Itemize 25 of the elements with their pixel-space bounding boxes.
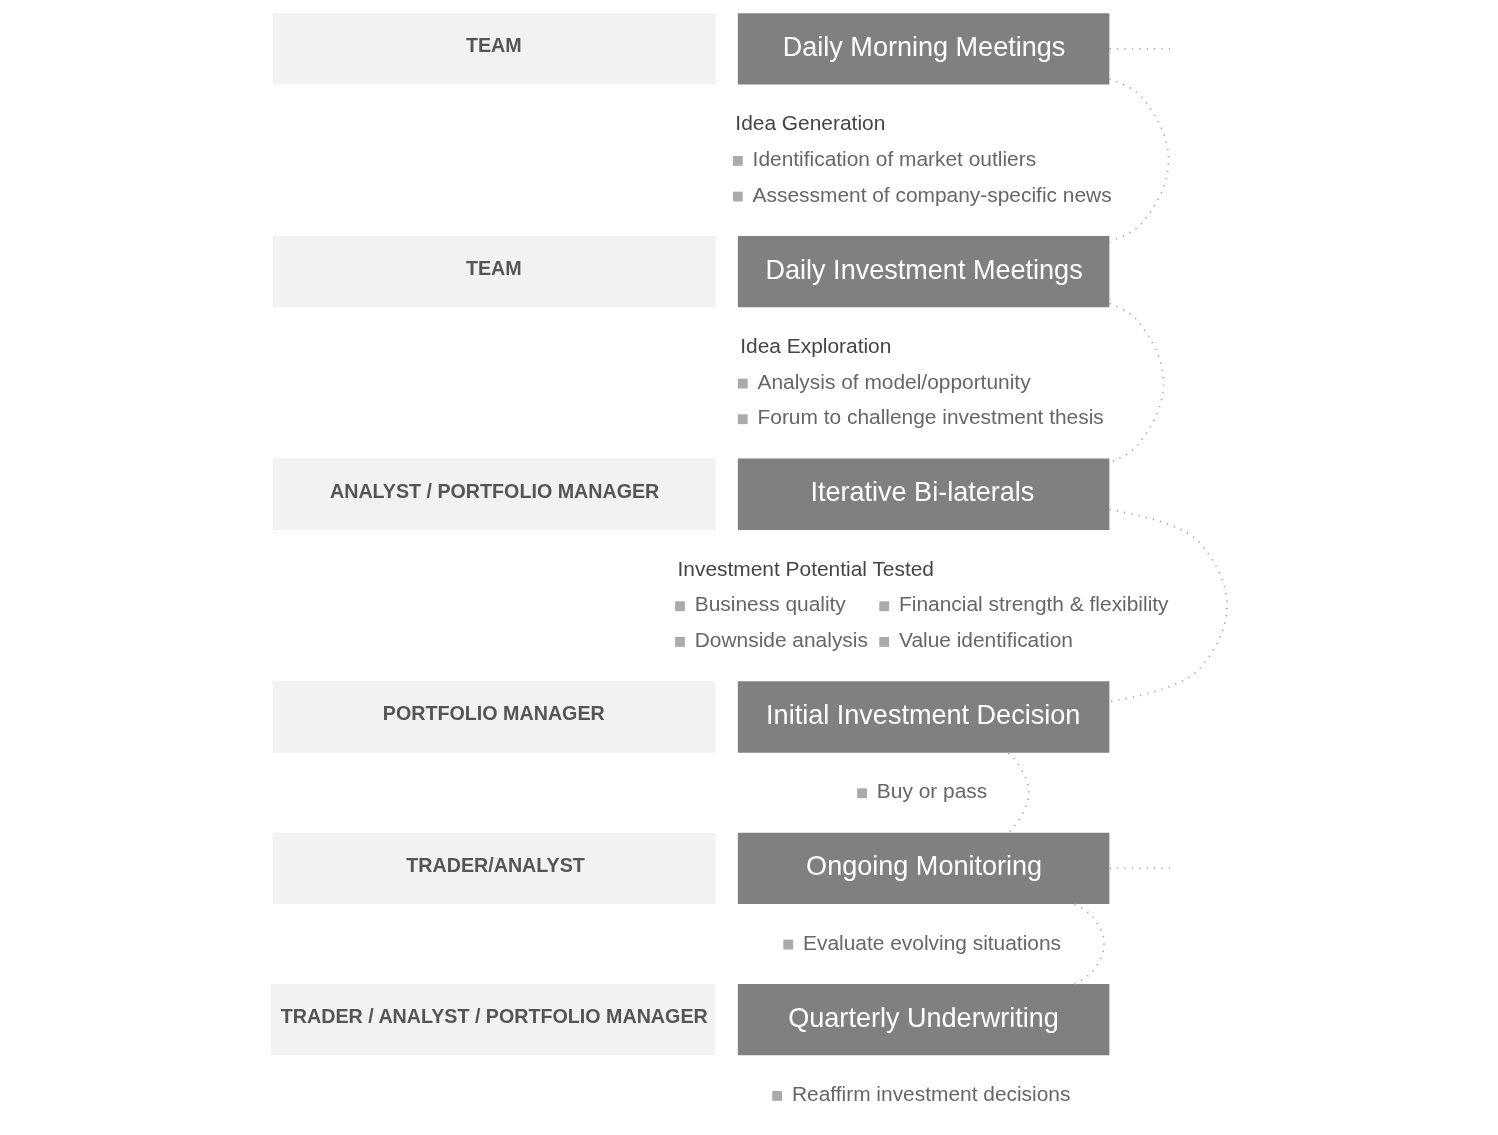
node-label: Reaffirm investment decisions <box>791 1081 1071 1105</box>
node-box: Iterative Bi-laterals <box>737 458 1110 530</box>
node-label: Value identification <box>898 627 1073 651</box>
connector <box>1007 751 1030 834</box>
node-label: Business quality <box>694 592 846 616</box>
node-label: Identification of market outliers <box>752 146 1037 170</box>
connector <box>1108 302 1165 464</box>
node-label: Financial strength & flexibility <box>898 592 1169 616</box>
node-box: Ongoing Monitoring <box>737 832 1110 904</box>
connector <box>1108 77 1170 243</box>
node-box: Daily Morning Meetings <box>737 13 1110 85</box>
node-box: Daily Investment Meetings <box>737 235 1110 308</box>
node-label: Evaluate evolving situations <box>803 930 1062 954</box>
connector <box>1108 508 1228 703</box>
node-label: Assessment of company-specific news <box>752 182 1112 206</box>
node-box: Quarterly Underwriting <box>737 983 1110 1056</box>
node-label: Forum to challenge investment thesis <box>757 405 1104 429</box>
node-label: Downside analysis <box>694 627 868 651</box>
node-label: Buy or pass <box>876 779 988 803</box>
connector <box>1073 903 1105 985</box>
node-label: Idea Exploration <box>740 333 892 357</box>
node-label: Idea Generation <box>735 111 886 135</box>
node-label: Investment Potential Tested <box>677 556 934 580</box>
node-label: Analysis of model/opportunity <box>757 369 1031 393</box>
node-box: Initial Investment Decision <box>737 681 1110 753</box>
